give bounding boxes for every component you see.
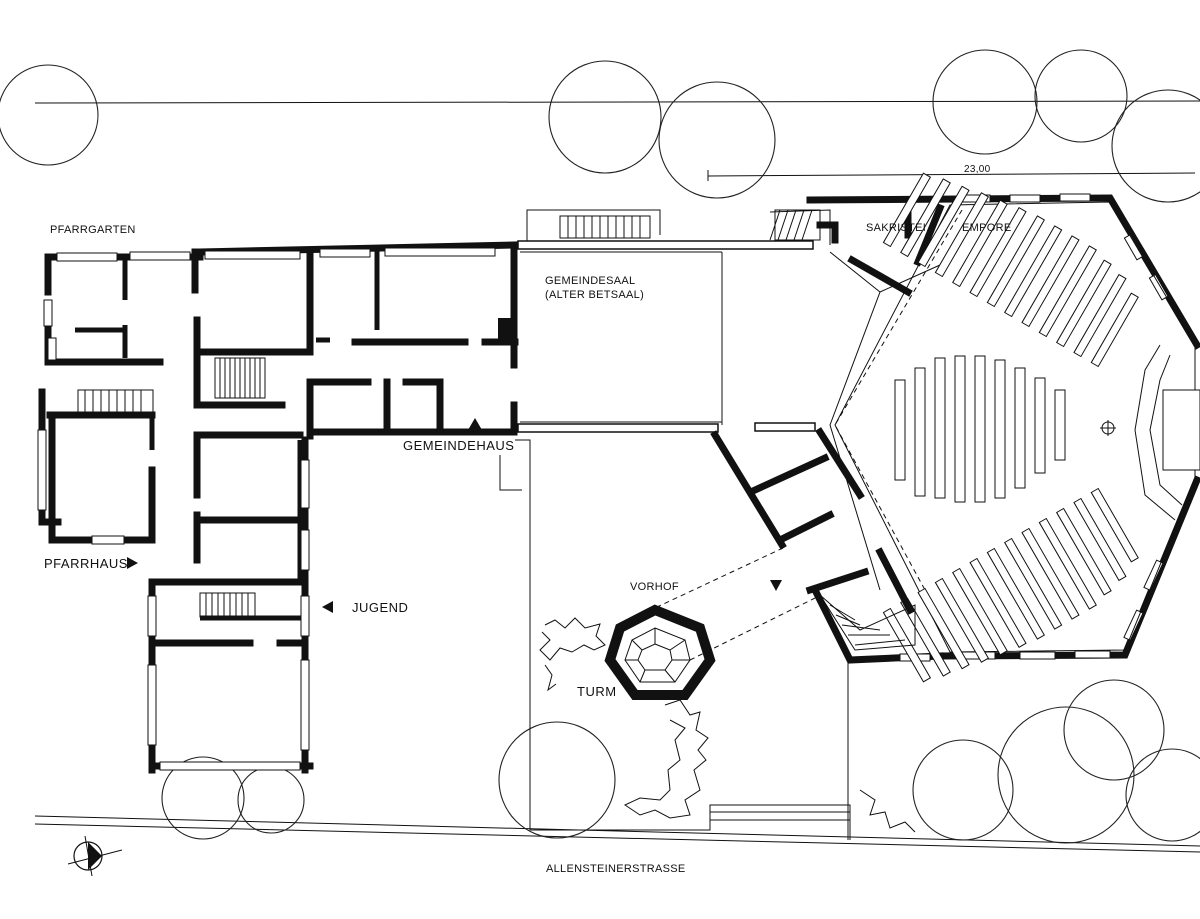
jugend-entry-arrow [322, 601, 333, 613]
label-gemeindesaal-sub: (ALTER BETSAAL) [545, 289, 644, 301]
label-sakristei: SAKRISTEI [866, 222, 926, 234]
label-street: ALLENSTEINERSTRASSE [546, 863, 686, 875]
label-pfarrgarten: PFARRGARTEN [50, 224, 136, 236]
property-lines [34, 100, 1200, 853]
window-openings [37, 247, 496, 771]
link-corridor [639, 427, 915, 661]
pfarrhaus-entry-arrow [127, 557, 138, 569]
label-pfarrhaus: PFARRHAUS [44, 556, 128, 571]
shrubs [539, 617, 916, 833]
label-vorhof: VORHOF [630, 581, 679, 593]
gemeindesaal [499, 209, 851, 840]
tower [604, 604, 716, 700]
label-jugend: JUGEND [352, 600, 408, 615]
entrance-markers [127, 418, 482, 613]
gemeindehaus-entry-arrow [468, 418, 482, 430]
church [769, 172, 1200, 683]
trees [0, 49, 1200, 844]
stairs-left [77, 357, 266, 618]
label-dimension: 23,00 [964, 164, 991, 175]
label-empore: EMPORE [962, 222, 1011, 234]
label-turm: TURM [577, 684, 617, 699]
left-building [38, 241, 519, 774]
label-gemeindehaus: GEMEINDEHAUS [403, 438, 514, 453]
north-arrow-icon [67, 835, 123, 877]
label-gemeindesaal: GEMEINDESAAL [545, 275, 635, 287]
jugend-building [148, 578, 314, 774]
